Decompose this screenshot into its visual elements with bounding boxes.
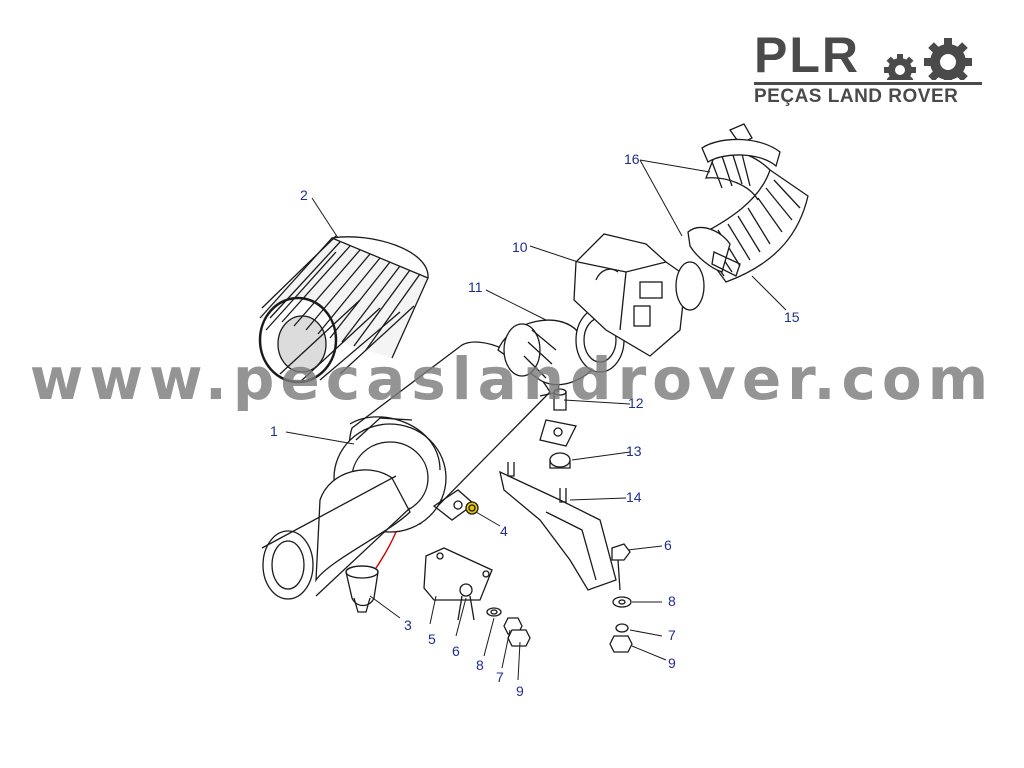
washer-nut-stack-right: [609, 543, 633, 653]
red-callout-accent: [375, 531, 397, 569]
callout-10: 10: [512, 239, 528, 255]
mounting-plate: [423, 547, 493, 621]
gears-icon: [870, 38, 980, 86]
callout-13: 13: [626, 443, 642, 459]
callout-7-left: 7: [496, 669, 504, 685]
callout-2: 2: [300, 187, 308, 203]
callout-16: 16: [624, 151, 640, 167]
callout-6-right: 6: [664, 537, 672, 553]
callout-15: 15: [784, 309, 800, 325]
callout-9-right: 9: [668, 655, 676, 671]
intake-hose: [497, 307, 625, 386]
retaining-clip: [465, 501, 479, 515]
callout-12: 12: [628, 395, 644, 411]
logo-subtitle: PEÇAS LAND ROVER: [754, 86, 959, 107]
callout-8-left: 8: [476, 657, 484, 673]
callout-5: 5: [428, 631, 436, 647]
dump-valve: [345, 565, 379, 613]
logo-divider: [754, 82, 982, 85]
callout-3: 3: [404, 617, 412, 633]
callout-4: 4: [500, 523, 508, 539]
logo-brand: PLR: [754, 27, 860, 83]
support-bracket: [499, 462, 617, 591]
leader-lines: [285, 159, 787, 681]
corrugated-intake-hose: [687, 123, 809, 283]
callout-1: 1: [270, 423, 278, 439]
callout-labels: 2 1 3 4 5 6 8 7 9 10 11 12 13 14 6 8 7 9…: [270, 151, 800, 699]
callout-9-left: 9: [516, 683, 524, 699]
callout-8-right: 8: [668, 593, 676, 609]
plr-logo: PLR PEÇAS LAND ROVER: [752, 30, 984, 110]
callout-14: 14: [626, 489, 642, 505]
callout-7-right: 7: [668, 627, 676, 643]
callout-11: 11: [468, 279, 483, 295]
air-filter-element: [258, 235, 429, 384]
callout-6-left: 6: [452, 643, 460, 659]
washer-nut-stack-left: [486, 607, 531, 647]
mass-airflow-sensor: [573, 233, 705, 357]
bolt-and-grommet: [539, 388, 577, 469]
